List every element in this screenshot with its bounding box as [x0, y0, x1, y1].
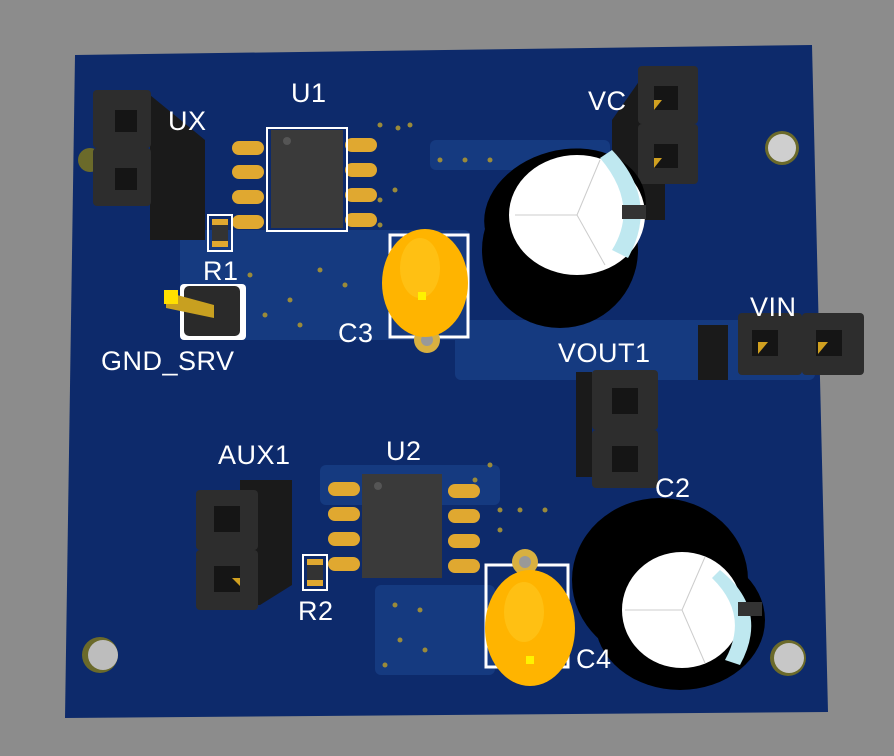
label-u2: U2 — [386, 436, 422, 466]
capacitor-c4[interactable] — [484, 549, 575, 686]
label-c3: C3 — [338, 318, 374, 348]
label-vout1: VOUT1 — [558, 338, 651, 368]
resistor-r2[interactable] — [302, 554, 328, 591]
label-r1: R1 — [203, 256, 239, 286]
header-gnd-srv[interactable] — [164, 284, 246, 340]
label-c2: C2 — [655, 473, 691, 503]
ic-u1[interactable] — [232, 127, 377, 232]
ic-u2[interactable] — [328, 474, 480, 578]
header-aux[interactable] — [93, 90, 205, 240]
label-vin: VIN — [750, 292, 797, 322]
label-aux: UX — [168, 106, 207, 136]
label-c4: C4 — [576, 644, 612, 674]
header-vout1[interactable] — [576, 370, 658, 488]
header-aux1[interactable] — [196, 480, 292, 610]
label-aux1: AUX1 — [218, 440, 291, 470]
label-gnd-srv: GND_SRV — [101, 346, 235, 376]
label-u1: U1 — [291, 78, 327, 108]
capacitor-c3[interactable] — [382, 229, 470, 353]
vias — [247, 122, 548, 668]
capacitor-c2[interactable] — [572, 498, 765, 690]
header-vin[interactable] — [698, 313, 864, 380]
resistor-r1[interactable] — [207, 214, 233, 252]
capacitor-electrolytic-top[interactable] — [470, 131, 661, 328]
label-vcc: VC — [588, 86, 627, 116]
label-r2: R2 — [298, 596, 334, 626]
